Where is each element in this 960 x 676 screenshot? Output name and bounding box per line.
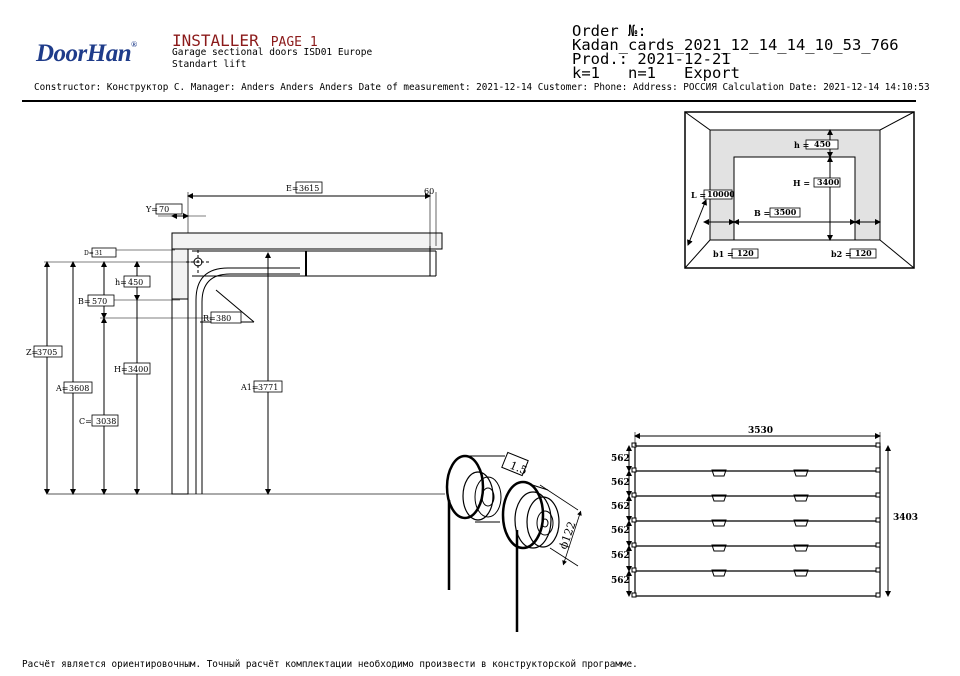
opening-b1-value: 120 <box>737 248 754 258</box>
side-view-drawing <box>44 192 445 495</box>
order-id: Kadan_cards_2021_12_14_14_10_53_766 <box>572 36 899 54</box>
dim-D-label: D= <box>84 250 94 257</box>
panel-width-value: 3530 <box>748 426 773 436</box>
opening-b2-label: b2 = <box>831 249 852 259</box>
dim-h-label: h= <box>115 278 127 287</box>
section-3-height: 562 <box>611 502 630 512</box>
dim-D-value: 31 <box>95 250 103 257</box>
dim-Y-label: Y= <box>145 205 158 214</box>
dim-H-label: H= <box>114 365 128 374</box>
side-view-labels: E= 3615 60 Y= 70 D= 31 h= 450 B= 570 R= … <box>26 181 434 427</box>
cable-gauge-value: 1.5 <box>508 459 529 478</box>
order-label: Order №: <box>572 22 647 40</box>
opening-h-label: h = <box>794 140 809 150</box>
section-4-height: 562 <box>611 526 630 536</box>
dim-A-label: A= <box>55 384 68 393</box>
prod-date: Prod.: 2021-12-21 <box>572 50 731 68</box>
opening-b2-value: 120 <box>855 248 872 258</box>
drum-diameter-value: ϕ122 <box>557 520 579 551</box>
doorhan-logo: DoorHan® <box>36 40 137 67</box>
opening-view-drawing <box>684 111 915 269</box>
dim-60-value: 60 <box>424 187 434 196</box>
dim-Z-label: Z= <box>26 348 38 357</box>
opening-L-value: 10000 <box>707 189 735 199</box>
order-block: Order №: Kadan_cards_2021_12_14_14_10_53… <box>572 22 899 82</box>
dim-A-value: 3608 <box>69 384 89 393</box>
dim-H-value: 3400 <box>128 365 148 374</box>
opening-L-label: L = <box>691 190 706 200</box>
info-line: Constructor: Конструктор С. Manager: And… <box>34 82 930 93</box>
dim-C-label: C= <box>79 417 92 426</box>
dim-E-label: E= <box>286 184 299 193</box>
lift-type: Standart lift <box>172 59 247 70</box>
dim-R-value: 380 <box>216 314 231 323</box>
disclaimer-footer: Расчёт является ориентировочным. Точный … <box>22 659 638 670</box>
dim-B-label: B= <box>78 297 91 306</box>
section-2-height: 562 <box>611 478 630 488</box>
panel-height-value: 3403 <box>893 513 918 523</box>
page-number: PAGE 1 <box>270 35 318 50</box>
product-subtitle: Garage sectional doors ISD01 Europe <box>172 47 373 58</box>
opening-b1-label: b1 = <box>713 249 734 259</box>
opening-B-value: 3500 <box>774 207 797 217</box>
opening-h-value: 450 <box>814 139 831 149</box>
opening-B-label: B = <box>754 208 770 218</box>
section-6-height: 562 <box>611 576 630 586</box>
dim-B-value: 570 <box>92 297 107 306</box>
opening-H-value: 3400 <box>817 177 840 187</box>
kn-export: k=1 n=1 Export <box>572 64 740 82</box>
opening-view-labels: h = 450 H = 3400 L = 10000 B = 3500 b1 =… <box>691 139 877 259</box>
dim-h-value: 450 <box>128 278 143 287</box>
dim-R-label: R= <box>203 314 216 323</box>
dim-E-value: 3615 <box>299 184 319 193</box>
header-rule <box>22 100 916 102</box>
dim-Z-value: 3705 <box>37 348 57 357</box>
cable-drum-drawing <box>445 451 582 632</box>
dim-Y-value: 70 <box>159 205 169 214</box>
dim-A1-label: A1= <box>240 383 259 392</box>
dim-A1-value: 3771 <box>258 383 278 392</box>
panels-drawing <box>626 432 891 598</box>
section-5-height: 562 <box>611 551 630 561</box>
section-1-height: 562 <box>611 454 630 464</box>
dim-C-value: 3038 <box>96 417 116 426</box>
opening-H-label: H = <box>793 178 810 188</box>
panels-labels: 3530 3403 562 562 562 562 562 562 <box>611 426 918 586</box>
